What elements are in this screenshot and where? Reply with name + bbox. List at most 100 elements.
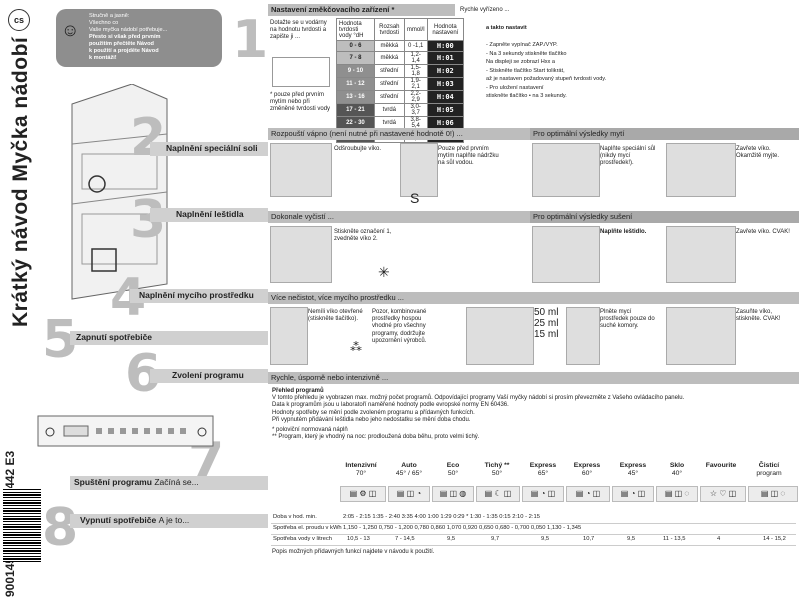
- row-values: 1,150 - 1,250 0,750 - 1,200 0,780 0,860 …: [343, 525, 582, 531]
- table-cell: měkká: [373, 51, 405, 65]
- program-icons: ▤ ⚙ ◫: [340, 486, 386, 502]
- step4-text-1: Nemíli víko otevřené (stiskněte tlačítko…: [308, 309, 363, 323]
- control-panel-illustration: [37, 415, 214, 447]
- intro-note: ☺ Stručně a jasně: Všechno co Vaše myčka…: [56, 9, 222, 67]
- detergent-close-photo: [666, 307, 736, 365]
- dose-label: 25 ml: [534, 318, 559, 329]
- program-icons: ▤ ◫ ◍: [432, 486, 474, 502]
- program-temp: 50°: [447, 470, 459, 477]
- overview-note: ** Program, který je vhodný na noc: prod…: [272, 434, 480, 441]
- table-cell: 3,0-3,7: [403, 103, 428, 117]
- hardness-write-field[interactable]: [272, 57, 330, 87]
- step1-header: Nastavení změkčovacího zařízení *: [268, 4, 455, 16]
- program-quiet: Tichý **50°: [476, 462, 518, 478]
- step1-question: Dotažte se u vodárny na hodnotu tvrdosti…: [270, 20, 327, 41]
- smiley-icon: ☺: [61, 20, 80, 40]
- step5-label: Zapnutí spotřebiče: [76, 332, 153, 342]
- step7-suffix: Začíná se...: [154, 477, 199, 487]
- detergent-lid-photo: [270, 307, 308, 365]
- energy-row: Spotřeba el. proudu v kWh 1,150 - 1,250 …: [271, 523, 796, 535]
- program-temp: 40°: [671, 470, 683, 477]
- step7-label-text: Spuštění programu: [74, 477, 152, 487]
- step-number-1: 1: [232, 10, 269, 70]
- row-values: 2:05 - 2:15 1:35 - 2:40 3:35 4:00 1:00 1…: [343, 514, 540, 520]
- table-cell: H:04: [426, 90, 465, 104]
- table-cell: tvrdá: [373, 103, 405, 117]
- step2-text-2: Pouze před prvním mytím naplňte nádržku …: [438, 146, 499, 167]
- hardness-table: Hodnota tvrdosti vody °dH Rozsah tvrdost…: [336, 18, 465, 143]
- row-value: 11 - 13,5: [663, 536, 686, 542]
- note-line: Všechno co: [89, 20, 119, 26]
- program-name: Express: [529, 462, 557, 469]
- program-name: Intenzivní: [345, 462, 377, 469]
- program-temp: 65°: [537, 470, 549, 477]
- table-cell: 1,9-2,1: [403, 77, 428, 91]
- rinse-aid-symbol-icon: ✳: [378, 264, 390, 280]
- table-cell: H:00: [426, 40, 465, 52]
- step2-header: Rozpouští vápno (není nutné při nastaven…: [268, 128, 533, 140]
- program-icons: ▤ ◫ ◌: [656, 486, 698, 502]
- overview-paragraph: Při vypnutém přidávání leštidla nebo jeh…: [272, 416, 471, 423]
- table-header: Rozsah tvrdosti: [373, 18, 405, 41]
- step1-instructions: a takto nastavit - Zapněte vypínač ZAP./…: [486, 24, 646, 101]
- step4-text-4: Zasuňte víko, stiskněte. CVAK!: [736, 309, 781, 323]
- row-value: 9,5: [447, 536, 456, 542]
- program-icons: ▤ ◔ ◫: [612, 486, 654, 502]
- step4-text-3: Plněte mycí prostředek pouze do suché ko…: [600, 309, 655, 330]
- instruction-line: - Stiskněte tlačítko Start tolikrát,: [486, 67, 565, 74]
- rinse-lid-photo: [270, 226, 332, 283]
- step6-header: Rychle, úsporně nebo intenzivně ...: [268, 372, 799, 384]
- instruction-line: Na displeji se zobrazí Hxx a: [486, 59, 556, 65]
- row-label: Doba v hod. min.: [273, 514, 317, 520]
- title-container: Krátký návod Myčka nádobí: [6, 30, 36, 330]
- program-name: Sklo: [669, 462, 685, 469]
- salt-lid-photo: [270, 143, 332, 197]
- program-icons: ▤ ◔ ◫: [522, 486, 564, 502]
- note-line: k montáži!: [89, 55, 117, 61]
- row-value: 10,5 - 13: [347, 536, 370, 542]
- program-temp: 60°: [581, 470, 593, 477]
- step5-bar: [70, 331, 268, 345]
- row-value: 4: [717, 536, 721, 542]
- step2-text-3: Naplňte speciální sůl (nikdy mycí prostř…: [600, 146, 656, 167]
- table-cell: 0 - 6: [336, 40, 375, 52]
- note-line: použitím přečtěte Návod: [89, 41, 154, 47]
- table-cell: 2,2-2,9: [403, 90, 428, 104]
- note-line: k použití a projděte Návod: [89, 48, 159, 54]
- step3-header-right: Pro optimální výsledky sušení: [530, 211, 799, 223]
- table-cell: střední: [373, 90, 405, 104]
- table-cell: 13 - 16: [336, 90, 375, 104]
- program-icons: ☆ ♡ ◫: [700, 486, 746, 502]
- program-name: Čisticí: [758, 462, 780, 469]
- step8-suffix: A je to...: [158, 515, 190, 525]
- detergent-fill-photo: [466, 307, 534, 365]
- row-label: Spotřeba el. proudu v kWh: [273, 525, 342, 531]
- salt-close-photo: [666, 143, 736, 197]
- instruction-line: až je nastaven požadovaný stupeň tvrdost…: [486, 76, 607, 82]
- table-header: mmol/l: [403, 18, 428, 41]
- program-temp: 50°: [491, 470, 503, 477]
- overview-title: Přehled programů: [272, 388, 324, 394]
- step3-bar: [150, 208, 268, 222]
- step2-bar: [150, 142, 268, 156]
- program-icons: ▤ ◔ ◫: [566, 486, 610, 502]
- program-temp: 45° / 65°: [395, 470, 423, 477]
- step-number-2: 2: [130, 108, 167, 168]
- table-cell: H:01: [426, 51, 465, 65]
- program-name: Tichý **: [484, 462, 510, 469]
- table-cell: H:02: [426, 64, 465, 78]
- salt-fill-photo: [532, 143, 600, 197]
- table-cell: 1,5-1,8: [403, 64, 428, 78]
- table-cell: 7 - 8: [336, 51, 375, 65]
- step8-label-text: Vypnutí spotřebiče: [80, 515, 157, 525]
- step-number-8: 8: [42, 498, 79, 558]
- table-cell: 0 -1,1: [403, 40, 428, 52]
- step3-header: Dokonale vyčistí ...: [268, 211, 533, 223]
